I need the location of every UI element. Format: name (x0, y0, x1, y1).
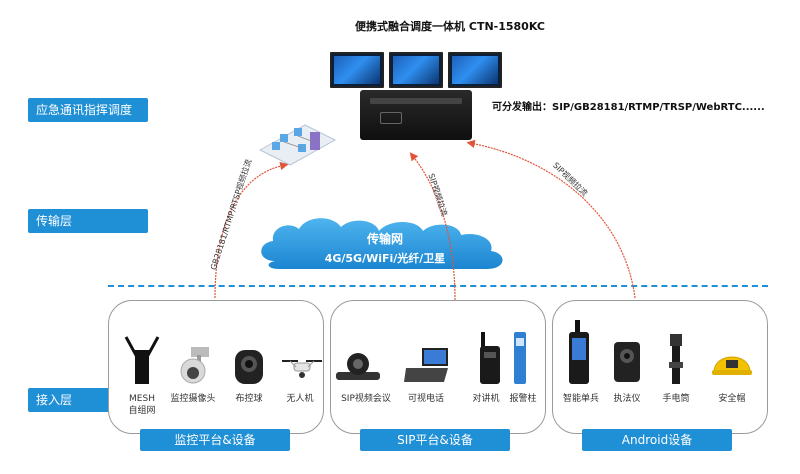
dome-control-ball-icon (235, 350, 263, 384)
item-label-helmet: 安全帽 (718, 394, 746, 404)
smart-soldier-device-icon (569, 320, 589, 384)
monitor-screen-right (448, 52, 502, 88)
arrow-right (466, 139, 636, 299)
item-label-flashlight: 手电筒 (662, 394, 690, 404)
item-label-video-phone: 可视电话 (407, 394, 444, 404)
item-label-mesh: MESH 自组网 (128, 394, 156, 416)
item-label-walkie-talkie: 对讲机 (472, 394, 500, 404)
device-title: 便携式融合调度一体机 CTN-1580KC (355, 20, 545, 33)
device-case (360, 90, 472, 140)
group-label-android: Android设备 (582, 429, 732, 451)
item-label-camera: 监控摄像头 (170, 394, 216, 404)
item-label-sip-conference: SIP视频会议 (341, 394, 391, 404)
cloud-subtitle: 4G/5G/WiFi/光纤/卫星 (324, 252, 446, 265)
layer-label-command: 应急通讯指挥调度 (28, 98, 148, 122)
monitor-screen-center (389, 52, 443, 88)
arrow-left (214, 161, 289, 299)
item-label-recorder: 执法仪 (613, 394, 641, 404)
item-label-drone: 无人机 (286, 394, 314, 404)
command-center-network-icon (258, 124, 337, 166)
item-label-smart-soldier: 智能单兵 (562, 394, 599, 404)
safety-helmet-icon (712, 356, 752, 375)
mesh-radio-icon (124, 336, 160, 384)
alarm-pillar-icon (514, 332, 526, 384)
transport-network-cloud (261, 218, 503, 269)
arrow-middle (409, 152, 456, 301)
output-protocols: 可分发输出：SIP/GB28181/RTMP/TRSP/WebRTC...... (492, 102, 765, 113)
drone-icon (282, 360, 322, 378)
group-label-surveillance: 监控平台&设备 (140, 429, 290, 451)
video-phone-icon (404, 348, 448, 382)
video-conference-camera-icon (336, 353, 380, 380)
surveillance-camera-icon (180, 347, 209, 384)
law-enforcement-recorder-icon (614, 342, 640, 382)
flashlight-icon (669, 334, 683, 384)
item-label-dome: 布控球 (235, 394, 263, 404)
group-label-sip: SIP平台&设备 (360, 429, 510, 451)
monitor-screen-left (330, 52, 384, 88)
layer-divider (108, 285, 768, 287)
item-label-alarm-pillar: 报警柱 (509, 394, 537, 404)
dispatch-terminal-image (330, 44, 502, 140)
layer-label-transport: 传输层 (28, 209, 148, 233)
walkie-talkie-icon (480, 332, 500, 384)
cloud-title: 传输网 (366, 232, 403, 246)
